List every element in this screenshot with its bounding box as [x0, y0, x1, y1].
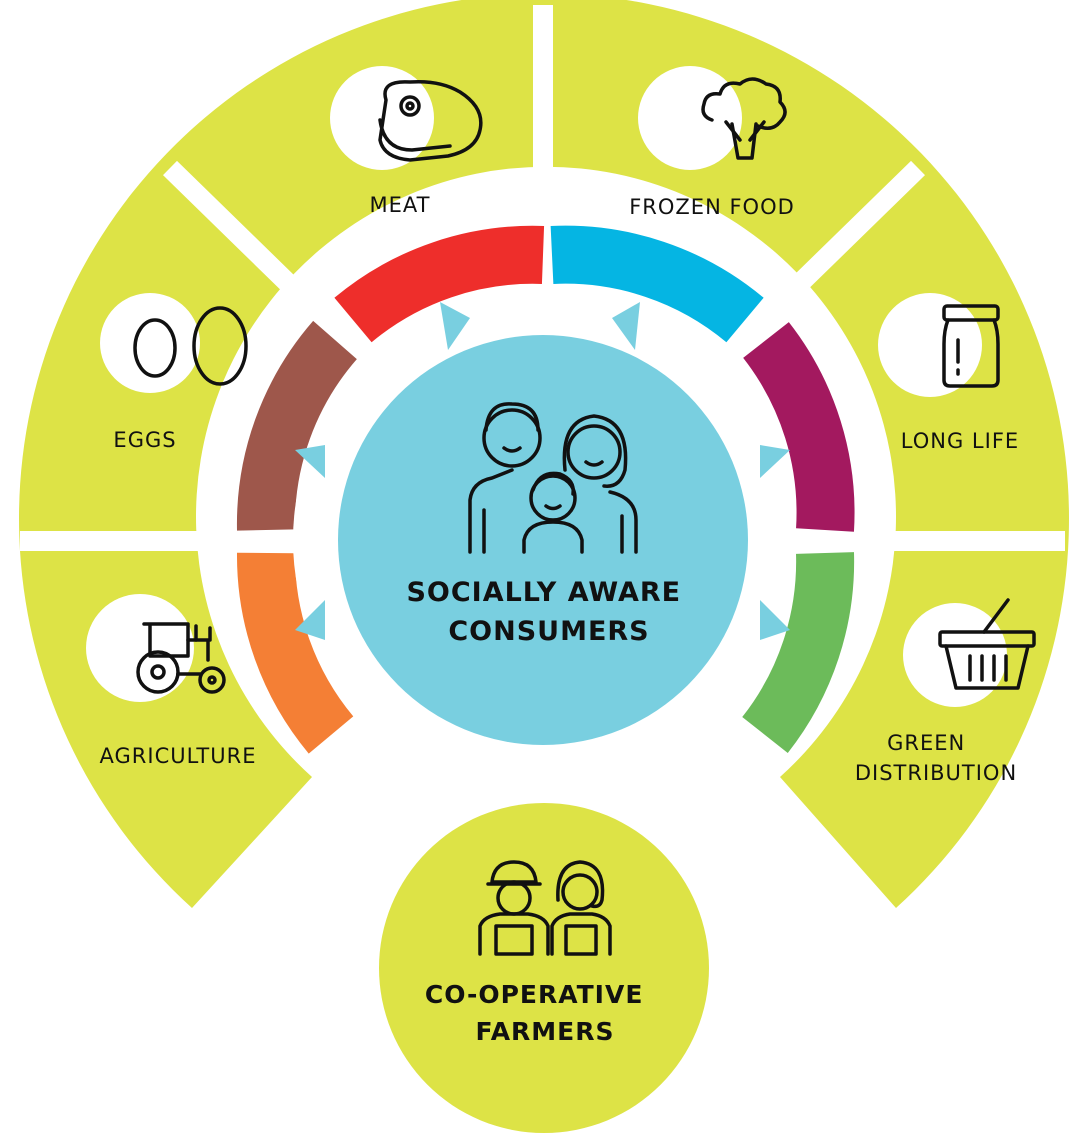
meat-label: MEAT [370, 193, 431, 217]
farmers-title: CO-OPERATIVE FARMERS [425, 980, 653, 1046]
tractor-icon [136, 622, 226, 694]
eggs-label: EGGS [113, 428, 176, 452]
farmers-circle [379, 803, 709, 1133]
frozen-food-label: FROZEN FOOD [629, 195, 795, 219]
eggs-icon [133, 306, 248, 386]
segment-meat: MEAT [330, 66, 483, 217]
center-title: SOCIALLY AWARE CONSUMERS [406, 577, 691, 647]
green-label-line-1: GREEN [887, 731, 965, 755]
family-icon [468, 402, 638, 554]
arc-agriculture [236, 552, 354, 754]
center-consumers: SOCIALLY AWARE CONSUMERS [295, 302, 790, 745]
green-distribution-label: GREEN DISTRIBUTION [855, 731, 1017, 785]
farmers-title-line-2: FARMERS [475, 1017, 614, 1046]
segment-green-distribution: GREEN DISTRIBUTION [855, 598, 1036, 785]
segment-agriculture: AGRICULTURE [86, 594, 257, 768]
arc-eggs [236, 320, 358, 531]
center-title-line-1: SOCIALLY AWARE [406, 577, 681, 608]
arc-frozen-food [550, 225, 764, 343]
outer-ring [19, 0, 1069, 908]
segment-frozen-food: FROZEN FOOD [629, 66, 795, 219]
agriculture-label: AGRICULTURE [100, 744, 257, 768]
center-title-line-2: CONSUMERS [448, 616, 649, 647]
outer-ring-fill [19, 0, 1069, 908]
farmers-section: CO-OPERATIVE FARMERS [379, 803, 709, 1133]
segment-long-life: LONG LIFE [878, 293, 1019, 453]
farmers-title-line-1: CO-OPERATIVE [425, 980, 644, 1009]
farmers-icon [478, 860, 612, 956]
center-circle [338, 335, 748, 745]
frozen-bubble [638, 66, 742, 170]
green-bubble [903, 603, 1007, 707]
agriculture-bubble [86, 594, 194, 702]
jar-icon [942, 304, 1000, 388]
arc-green-distribution [741, 552, 855, 753]
segment-eggs: EGGS [100, 293, 248, 452]
category-arcs [236, 225, 855, 754]
arc-long-life [742, 322, 855, 532]
basket-icon [938, 598, 1036, 690]
eggs-bubble [100, 293, 200, 393]
arc-meat [334, 225, 545, 343]
long-life-label: LONG LIFE [901, 429, 1019, 453]
ring-separators [20, 5, 1065, 551]
longlife-bubble [878, 293, 982, 397]
broccoli-icon [701, 77, 787, 160]
green-label-line-2: DISTRIBUTION [855, 761, 1017, 785]
steak-icon [378, 79, 483, 162]
